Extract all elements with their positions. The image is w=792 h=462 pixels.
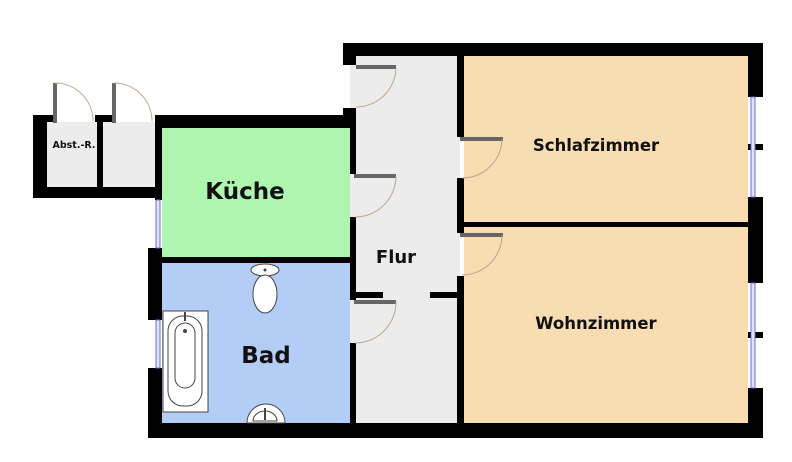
kitchen-window <box>155 199 161 249</box>
storage-door-1[interactable] <box>53 82 94 123</box>
bedroom-label: Schlafzimmer <box>533 136 660 155</box>
entrance-door[interactable] <box>355 65 397 108</box>
living-room-door[interactable] <box>460 233 503 276</box>
bath-door[interactable] <box>354 300 397 344</box>
bathtub-icon <box>162 310 209 413</box>
bath-window <box>155 319 161 369</box>
hall-floor <box>350 56 460 423</box>
bath-label: Bad <box>241 343 291 369</box>
storage-door-2[interactable] <box>112 82 153 123</box>
bedroom-door[interactable] <box>460 137 503 179</box>
storage-room-1-floor <box>47 122 97 187</box>
sink-icon <box>246 403 286 424</box>
living-room-label: Wohnzimmer <box>535 314 657 333</box>
bedroom-floor <box>464 56 748 222</box>
storage-room-label: Abst.-R. <box>52 140 95 151</box>
bedroom-window <box>750 96 756 198</box>
storage-room-2-floor <box>103 122 155 187</box>
living-room-window <box>750 282 756 389</box>
living-room-floor <box>464 227 748 423</box>
kitchen-label: Küche <box>205 179 284 205</box>
kitchen-floor <box>162 128 350 257</box>
hall-label: Flur <box>376 247 416 268</box>
walls <box>33 43 763 438</box>
kitchen-door[interactable] <box>354 174 397 218</box>
toilet-icon <box>250 263 280 314</box>
